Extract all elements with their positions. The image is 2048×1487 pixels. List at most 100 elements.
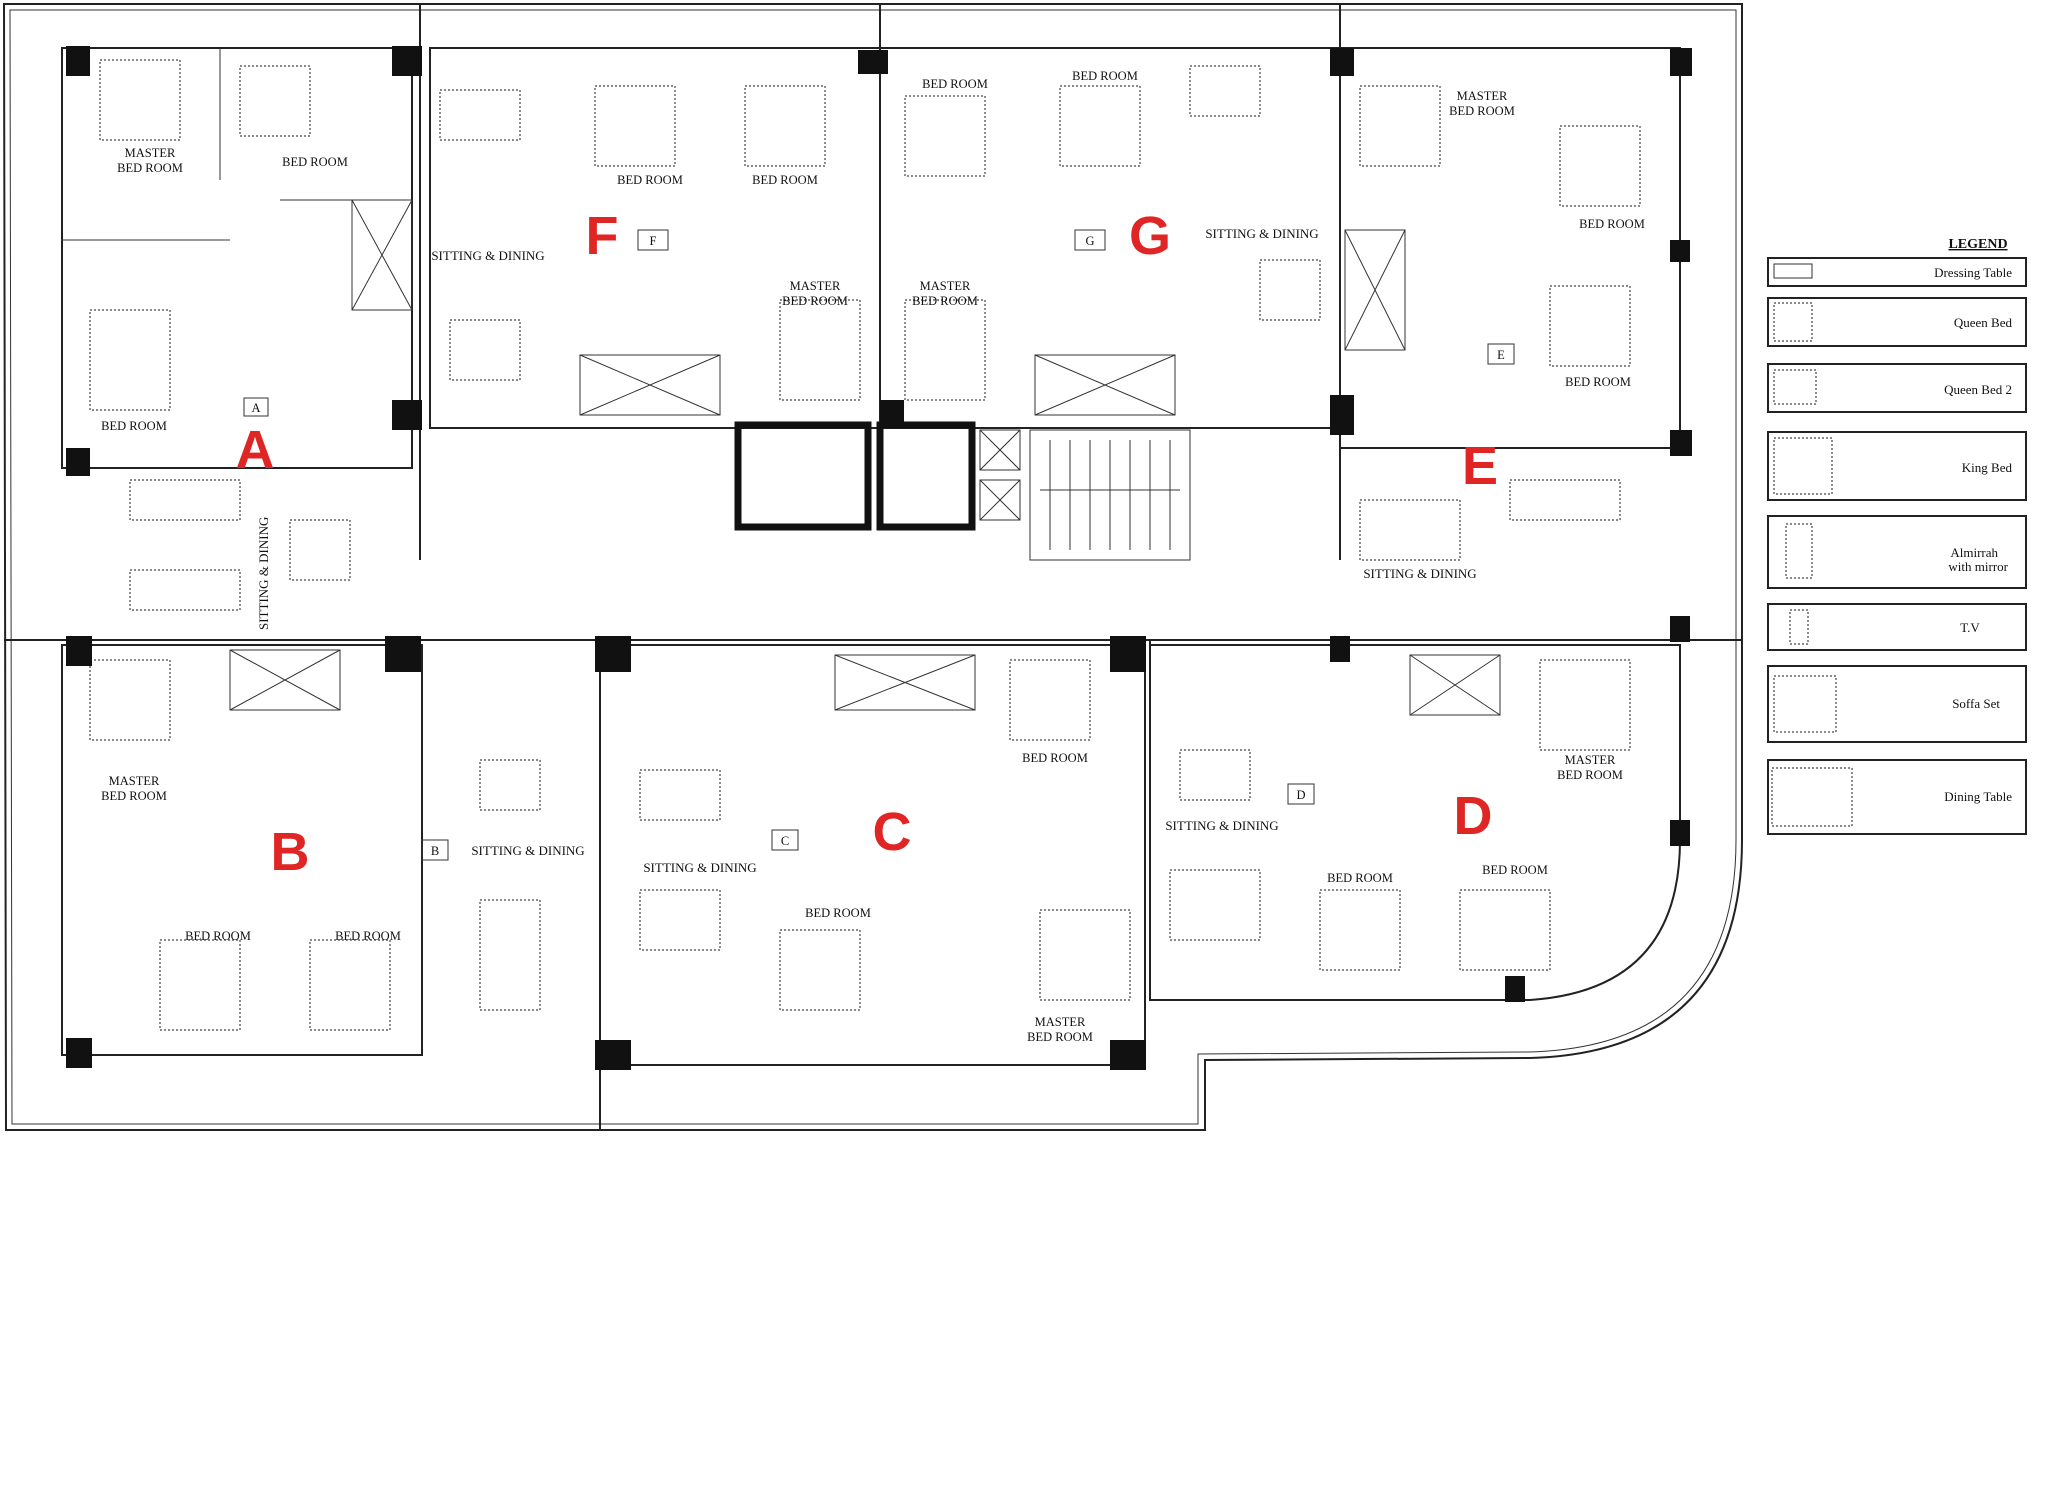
queen-bed-icon xyxy=(904,299,986,401)
almirrah-icon xyxy=(1785,523,1813,579)
legend-item-sofa-set: Soffa Set xyxy=(1767,665,2027,743)
dining-table-icon xyxy=(1359,499,1461,561)
queen-bed-icon xyxy=(744,85,826,167)
queen-bed-icon xyxy=(594,85,676,167)
dining-table-icon xyxy=(1771,767,1853,827)
legend: LEGEND Dressing Table Queen Bed Queen Be… xyxy=(1767,237,2027,835)
dining-table-icon xyxy=(479,759,541,811)
svg-text:with mirror: with mirror xyxy=(1948,559,2008,574)
queen-bed-2-icon xyxy=(1559,125,1641,207)
svg-text:Almirrah: Almirrah xyxy=(1950,545,1998,560)
unit-G: BED ROOM BED ROOM MASTER BED ROOM SITTIN… xyxy=(879,47,1341,429)
unit-label-B: B xyxy=(271,822,310,882)
king-bed-icon xyxy=(99,59,181,141)
room-label-bed-room: BED ROOM xyxy=(1072,69,1138,83)
dressing-table-icon xyxy=(1773,263,1813,279)
room-label-master: MASTER xyxy=(1035,1015,1086,1029)
sofa-set-icon xyxy=(1169,869,1261,941)
svg-text:Queen Bed: Queen Bed xyxy=(1954,315,2013,330)
unit-B: MASTER BED ROOM BED ROOM BED ROOM SITTIN… xyxy=(61,644,585,1056)
legend-item-king-bed: King Bed xyxy=(1767,431,2027,501)
room-label-bed-room: BED ROOM xyxy=(1022,751,1088,765)
room-label-bed-room: BED ROOM xyxy=(1557,768,1623,782)
room-label-bed-room: BED ROOM xyxy=(805,906,871,920)
room-label-master: MASTER xyxy=(1457,89,1508,103)
unit-label-E: E xyxy=(1462,436,1498,496)
queen-bed-icon xyxy=(1773,302,1813,342)
sofa-set-icon xyxy=(639,889,721,951)
unit-label-D: D xyxy=(1454,786,1493,846)
unit-tag: F xyxy=(650,234,657,248)
room-label-bed-room: BED ROOM xyxy=(922,77,988,91)
unit-F: BED ROOM BED ROOM MASTER BED ROOM SITTIN… xyxy=(429,47,881,429)
unit-label-G: G xyxy=(1129,206,1171,266)
room-label-bed-room: BED ROOM xyxy=(1565,375,1631,389)
room-label-bed-room: BED ROOM xyxy=(1449,104,1515,118)
unit-label-F: F xyxy=(586,206,619,266)
sofa-set-icon xyxy=(129,569,241,611)
queen-bed-icon xyxy=(89,659,171,741)
unit-tag: D xyxy=(1296,788,1305,802)
building-core xyxy=(734,421,1191,561)
room-label-sitting-dining: SITTING & DINING xyxy=(1205,226,1318,241)
unit-A: MASTER BED ROOM BED ROOM BED ROOM SITTIN… xyxy=(61,47,413,630)
unit-tag: E xyxy=(1497,348,1505,362)
svg-text:King Bed: King Bed xyxy=(1962,460,2013,475)
room-label-sitting-dining: SITTING & DINING xyxy=(256,517,271,630)
unit-D: MASTER BED ROOM BED ROOM BED ROOM SITTIN… xyxy=(1149,644,1681,1001)
sofa-set-icon xyxy=(1189,65,1261,117)
sofa-set-icon xyxy=(1773,675,1837,733)
room-label-master: MASTER xyxy=(109,774,160,788)
dining-table-icon xyxy=(1259,259,1321,321)
sofa-set-icon xyxy=(129,479,241,521)
room-label-bed-room: BED ROOM xyxy=(1027,1030,1093,1044)
room-label-bed-room: BED ROOM xyxy=(101,789,167,803)
room-label-bed-room: BED ROOM xyxy=(1579,217,1645,231)
legend-item-dressing-table: Dressing Table xyxy=(1767,257,2027,287)
structural-columns xyxy=(66,46,1692,1070)
svg-text:Queen Bed 2: Queen Bed 2 xyxy=(1944,382,2012,397)
room-label-master: MASTER xyxy=(1565,753,1616,767)
svg-text:Dressing Table: Dressing Table xyxy=(1934,265,2012,280)
room-label-bed-room: BED ROOM xyxy=(101,419,167,433)
queen-bed-icon xyxy=(779,929,861,1011)
room-label-bed-room: BED ROOM xyxy=(117,161,183,175)
king-bed-icon xyxy=(1773,437,1833,495)
queen-bed-icon xyxy=(1549,285,1631,367)
unit-tag: G xyxy=(1085,234,1094,248)
unit-label-A: A xyxy=(236,420,275,480)
room-label-sitting-dining: SITTING & DINING xyxy=(643,860,756,875)
legend-item-queen-bed: Queen Bed xyxy=(1767,297,2027,347)
room-label-bed-room: BED ROOM xyxy=(912,294,978,308)
room-label-sitting-dining: SITTING & DINING xyxy=(471,843,584,858)
unit-tag: B xyxy=(431,844,439,858)
unit-E: MASTER BED ROOM BED ROOM BED ROOM SITTIN… xyxy=(1339,47,1681,581)
room-label-sitting-dining: SITTING & DINING xyxy=(1165,818,1278,833)
dining-table-icon xyxy=(639,769,721,821)
sofa-set-icon xyxy=(1509,479,1621,521)
legend-item-almirrah: Almirrah with mirror xyxy=(1767,515,2027,589)
room-label-bed-room: BED ROOM xyxy=(617,173,683,187)
room-label-bed-room: BED ROOM xyxy=(1482,863,1548,877)
svg-text:Soffa Set: Soffa Set xyxy=(1952,696,2000,711)
room-label-bed-room: BED ROOM xyxy=(1327,871,1393,885)
dining-table-icon xyxy=(1179,749,1251,801)
queen-bed-icon xyxy=(309,939,391,1031)
room-label-master: MASTER xyxy=(125,146,176,160)
room-label-bed-room: BED ROOM xyxy=(185,929,251,943)
sofa-set-icon xyxy=(479,899,541,1011)
room-label-master: MASTER xyxy=(790,279,841,293)
room-label-bed-room: BED ROOM xyxy=(282,155,348,169)
queen-bed-icon xyxy=(904,95,986,177)
room-label-master: MASTER xyxy=(920,279,971,293)
queen-bed-icon xyxy=(1319,889,1401,971)
svg-text:T.V: T.V xyxy=(1960,620,1980,635)
dining-table-icon xyxy=(289,519,351,581)
queen-bed-icon xyxy=(1459,889,1551,971)
room-label-sitting-dining: SITTING & DINING xyxy=(1363,566,1476,581)
queen-bed-icon xyxy=(89,309,171,411)
queen-bed-icon xyxy=(159,939,241,1031)
legend-title: LEGEND xyxy=(1948,237,2007,252)
unit-C: BED ROOM BED ROOM MASTER BED ROOM SITTIN… xyxy=(599,644,1146,1066)
